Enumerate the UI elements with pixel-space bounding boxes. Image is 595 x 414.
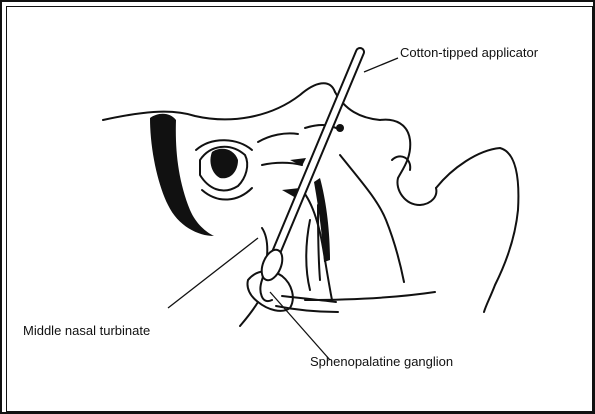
leader-applicator [364,58,398,72]
cheek-line [340,155,404,282]
label-cotton-tipped-applicator: Cotton-tipped applicator [400,46,538,59]
leader-ganglion [270,292,330,360]
leader-turbinate [168,238,258,308]
eye-lid [196,140,252,150]
nose-outline [335,92,436,205]
forehead-outline [103,83,335,120]
jaw-line [305,292,435,300]
nostril-outline [392,156,410,170]
shadow-region [150,114,214,236]
lips-chin-outline [436,148,518,312]
label-sphenopalatine-ganglion: Sphenopalatine ganglion [310,355,453,368]
label-middle-nasal-turbinate: Middle nasal turbinate [23,324,150,337]
